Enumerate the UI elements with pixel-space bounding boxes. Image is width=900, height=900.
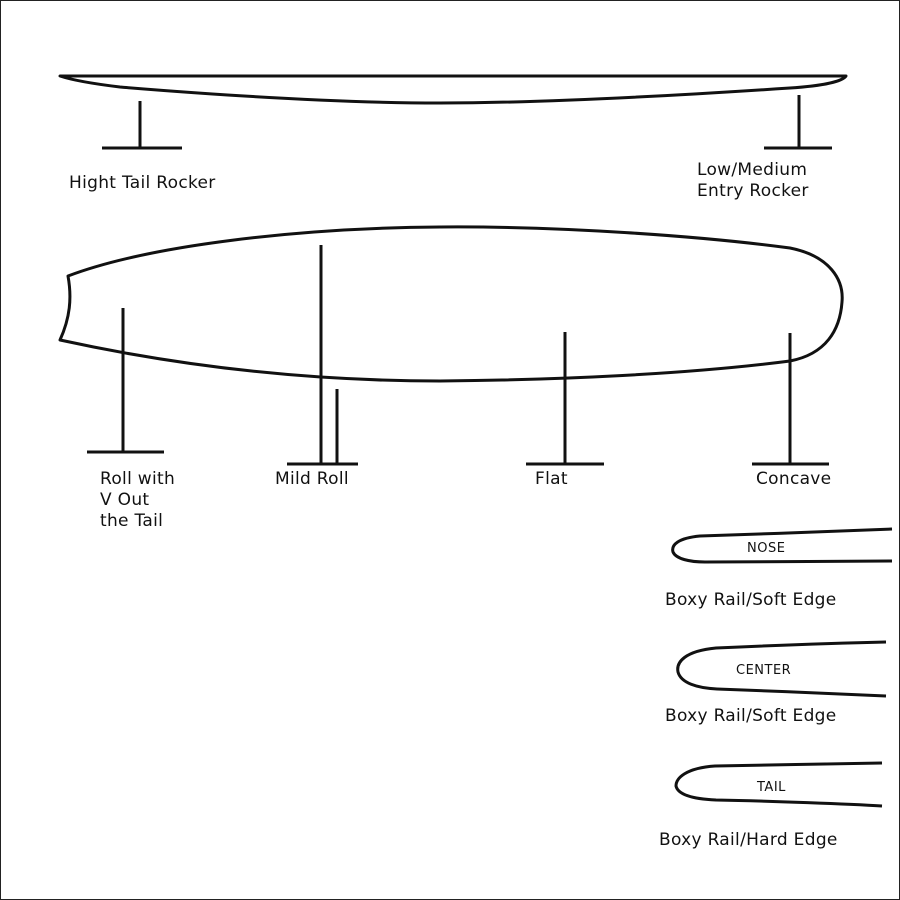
entry-rocker-label-line1: Low/Medium xyxy=(697,160,808,180)
rail-profile-center xyxy=(676,640,887,698)
rail-label-tail: Boxy Rail/Hard Edge xyxy=(659,830,838,850)
rail-profile-nose xyxy=(671,527,893,564)
rail-position-center: CENTER xyxy=(736,663,792,678)
board-top-outline xyxy=(58,225,844,383)
flat-label: Flat xyxy=(535,469,568,489)
roll-v-label-line3: the Tail xyxy=(100,511,164,531)
rail-profile-tail xyxy=(674,761,883,808)
rail-label-nose: Boxy Rail/Soft Edge xyxy=(665,590,837,610)
roll-v-label-line1: Roll with xyxy=(100,469,176,489)
entry-rocker-label-line2: Entry Rocker xyxy=(697,181,809,201)
concave-label: Concave xyxy=(756,469,832,489)
mild-roll-label: Mild Roll xyxy=(275,469,349,489)
roll-v-label-line2: V Out xyxy=(100,490,150,510)
rail-position-nose: NOSE xyxy=(747,541,786,556)
rail-label-center: Boxy Rail/Soft Edge xyxy=(665,706,837,726)
tail-rocker-label: Hight Tail Rocker xyxy=(69,173,216,193)
board-side-profile xyxy=(58,74,848,105)
rail-position-tail: TAIL xyxy=(757,780,786,795)
